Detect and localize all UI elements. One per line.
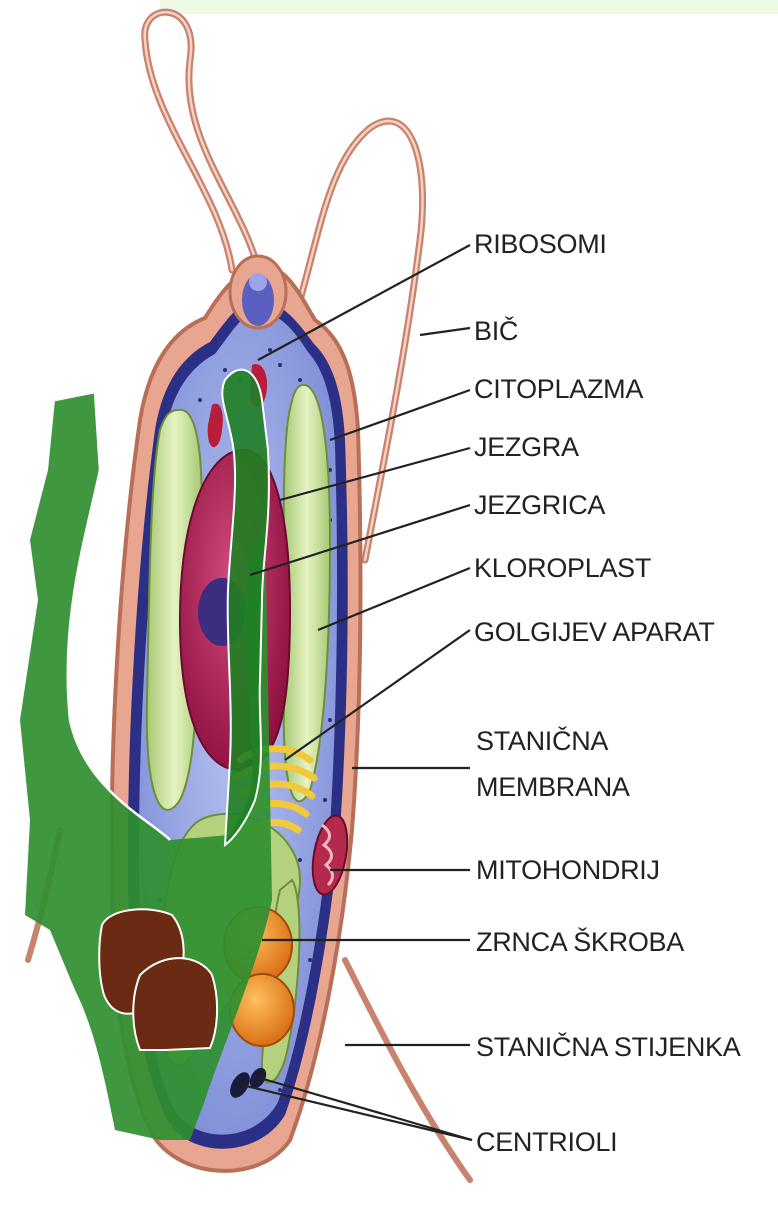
label-mitohondrij: MITOHONDRIJ [476, 855, 660, 885]
label-kloroplast: KLOROPLAST [474, 553, 651, 583]
top-banner-strip [160, 0, 778, 14]
leader-bic [420, 328, 470, 335]
label-stanicna-membrana-1: STANIČNA [476, 725, 608, 756]
label-centrioli: CENTRIOLI [476, 1127, 617, 1157]
label-jezgra: JEZGRA [474, 432, 579, 462]
reservoir [230, 256, 286, 328]
label-jezgrica: JEZGRICA [474, 490, 605, 520]
brown-overlay-lower [133, 958, 217, 1050]
trailing-flagellum [345, 960, 470, 1180]
labels: RIBOSOMI BIČ CITOPLAZMA JEZGRA JEZGRICA … [474, 229, 741, 1157]
label-zrnca-skroba: ZRNCA ŠKROBA [476, 926, 684, 957]
label-bic: BIČ [474, 315, 518, 346]
label-citoplazma: CITOPLAZMA [474, 374, 643, 404]
label-stanicna-stijenka: STANIČNA STIJENKA [476, 1031, 741, 1062]
label-ribosomi: RIBOSOMI [474, 229, 607, 259]
label-golgijev-aparat: GOLGIJEV APARAT [474, 617, 715, 647]
label-stanicna-membrana-2: MEMBRANA [476, 772, 630, 802]
